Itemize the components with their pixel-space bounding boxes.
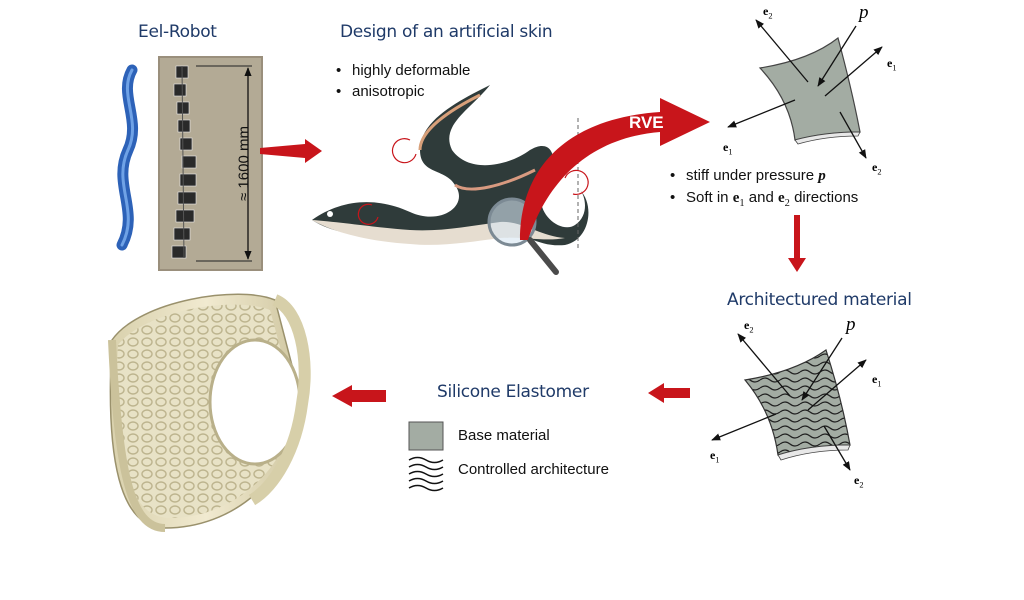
architectured-title: Architectured material <box>727 290 912 310</box>
architecture-swatch <box>408 456 444 492</box>
legend-controlled-architecture: Controlled architecture <box>458 461 609 478</box>
ring-prototype <box>108 293 311 532</box>
rve-label: RVE <box>629 113 664 132</box>
arrow-to-silicone <box>648 383 690 403</box>
rve-element <box>727 19 883 159</box>
bullet-anisotropic: anisotropic <box>334 81 470 102</box>
rve-bullets: stiff under pressure p Soft in e1 and e2… <box>668 165 858 214</box>
dimension-label: ≈ 1600 mm <box>235 126 253 201</box>
robot-segments <box>171 65 197 259</box>
rve-label-e2-top: e2 <box>763 4 773 21</box>
rve-label-p: p <box>859 2 869 23</box>
rve-arrow <box>520 98 710 240</box>
arch-label-e2-top: e2 <box>744 318 754 335</box>
base-material-swatch <box>408 421 444 451</box>
rve-label-e1-left: e1 <box>723 140 733 157</box>
arch-label-p: p <box>846 314 856 335</box>
arch-label-e1-right: e1 <box>872 372 882 389</box>
bullet-stiff: stiff under pressure p <box>668 165 858 187</box>
architectured-element <box>711 333 867 471</box>
eel-robot-title: Eel-Robot <box>138 22 217 42</box>
rve-label-e2-bottom: e2 <box>872 160 882 177</box>
legend-base-material: Base material <box>458 427 550 444</box>
arrow-down <box>788 215 806 272</box>
bullet-soft: Soft in e1 and e2 directions <box>668 187 858 214</box>
bullet-deformable: highly deformable <box>334 60 470 81</box>
silicone-title: Silicone Elastomer <box>437 382 589 402</box>
design-title: Design of an artificial skin <box>340 22 553 42</box>
arrow-to-design <box>260 139 322 163</box>
arch-label-e2-bottom: e2 <box>854 473 864 490</box>
rve-shape <box>758 36 861 141</box>
architectured-shape <box>743 349 851 456</box>
arrow-to-ring <box>332 385 386 407</box>
design-bullets: highly deformable anisotropic <box>334 60 470 102</box>
arch-label-e1-left: e1 <box>710 448 720 465</box>
rve-label-e1-right: e1 <box>887 56 897 73</box>
eel-robot-illustration <box>116 56 263 271</box>
